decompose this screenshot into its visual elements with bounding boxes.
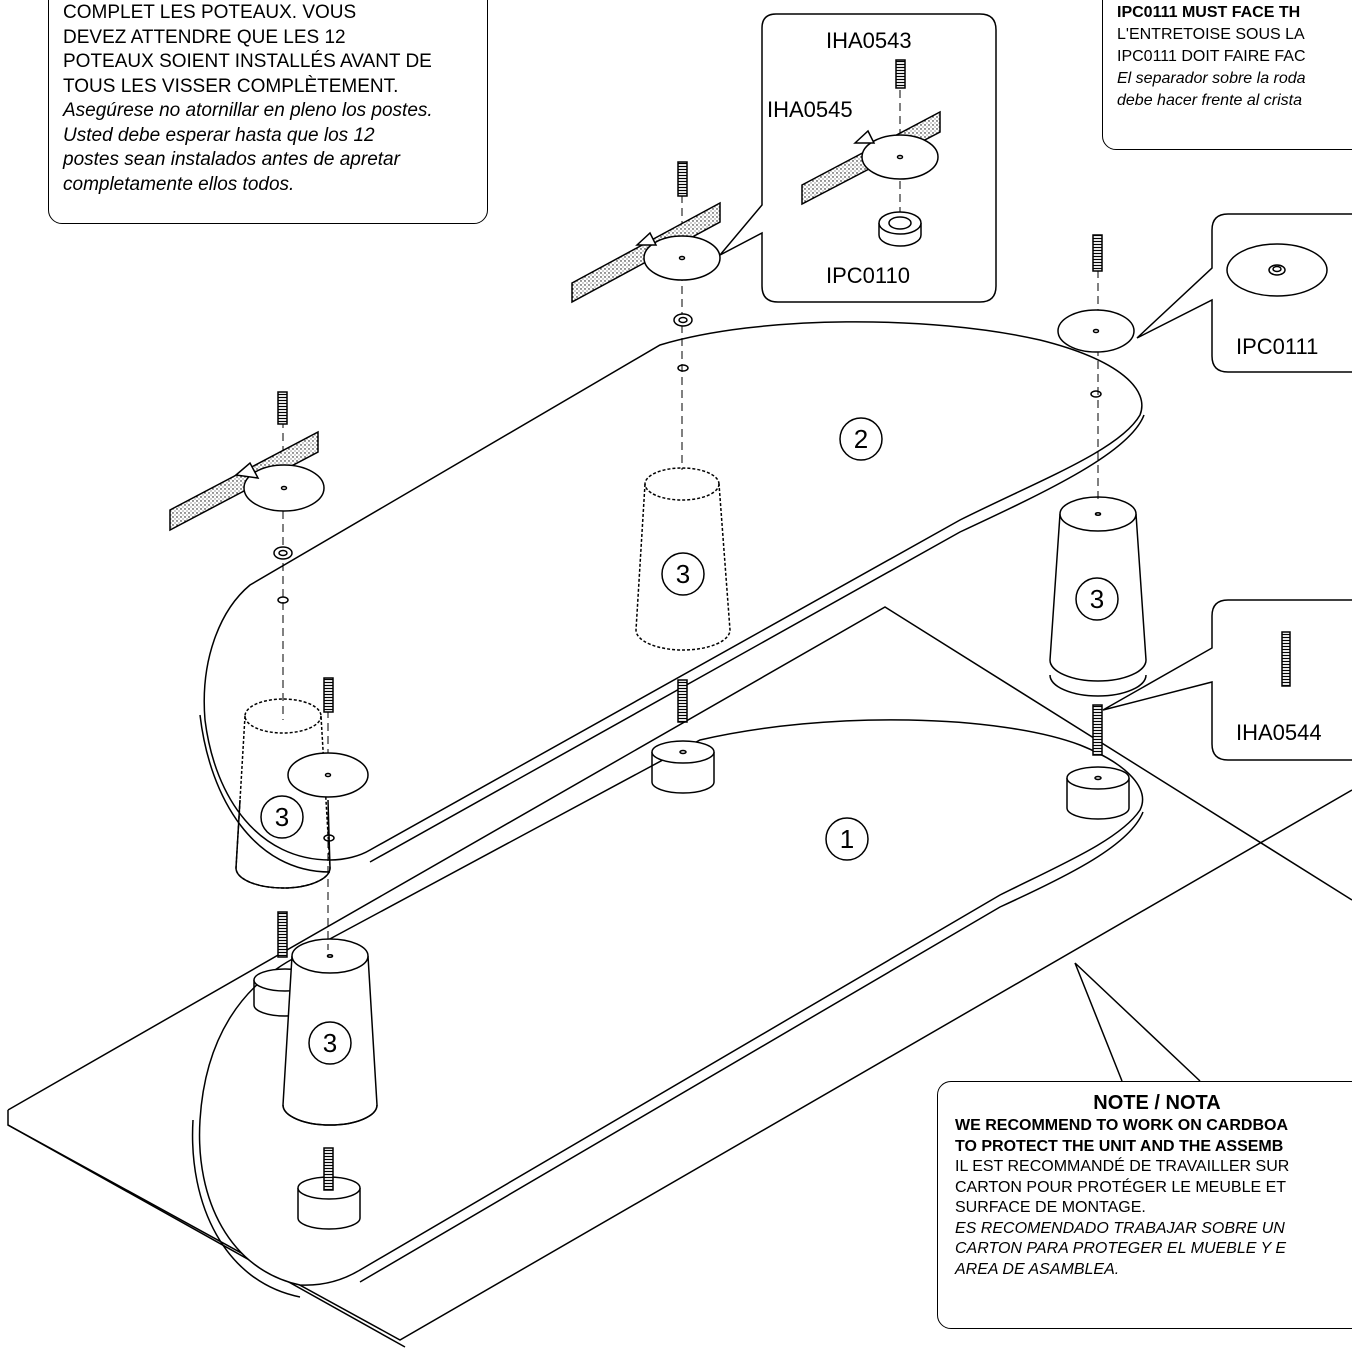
note-line: POTEAUX SOIENT INSTALLÉS AVANT DE	[63, 51, 432, 72]
note-line-en: IPC0111 MUST FACE TH	[1117, 4, 1301, 21]
note-line-en: TO PROTECT THE UNIT AND THE ASSEMB	[955, 1137, 1284, 1155]
note-spacer-orientation: IPC0111 MUST FACE TH L'ENTRETOISE SOUS L…	[1102, 0, 1352, 150]
callout-label-iha0544: IHA0544	[1236, 720, 1322, 745]
post-center-hidden	[635, 467, 731, 651]
felt-strip-center	[571, 201, 721, 304]
bolt-left-mid	[323, 677, 334, 713]
bolt-right-lower	[1092, 704, 1103, 756]
part-number-2: 2	[839, 417, 883, 461]
note-line: COMPLET LES POTEAUX. VOUS	[63, 2, 357, 23]
note-line-es: Asegúrese no atornillar en pleno los pos…	[63, 100, 433, 121]
felt-strip-left	[169, 430, 325, 532]
callout-label-iha0545: IHA0545	[767, 97, 853, 122]
post-front	[282, 938, 378, 1126]
svg-text:2: 2	[854, 424, 868, 454]
note-line: DEVEZ ATTENDRE QUE LES 12	[63, 26, 346, 48]
svg-text:3: 3	[323, 1028, 337, 1058]
note-heading: NOTE / NOTA	[1093, 1092, 1221, 1114]
note-line-fr: IPC0111 DOIT FAIRE FAC	[1117, 48, 1306, 65]
note-line-es: Usted debe esperar hasta que los 12	[63, 124, 375, 146]
callout-detail-1: IHA0543 IHA0545 IPC0110	[719, 13, 997, 303]
spacer-center	[673, 313, 693, 372]
part-number-3-front: 3	[308, 1021, 352, 1065]
note-line-es: ES RECOMENDADO TRABAJAR SOBRE UN	[955, 1219, 1285, 1237]
note-line-es: completamente ellos todos.	[63, 173, 295, 195]
note-line-fr: L'ENTRETOISE SOUS LA	[1117, 26, 1305, 43]
washer-left	[287, 752, 369, 798]
note-line-es: postes sean instalados antes de apretar	[63, 149, 400, 170]
part-number-1: 1	[825, 817, 869, 861]
svg-text:3: 3	[676, 559, 690, 589]
bolt-right-top	[1092, 234, 1103, 272]
bolt-left-top	[277, 391, 288, 425]
washer-right	[1057, 309, 1135, 353]
bolt-left-lower	[277, 911, 288, 958]
note-line-es: AREA DE ASAMBLEA.	[955, 1260, 1120, 1278]
callout-label-ipc0111: IPC0111	[1236, 334, 1318, 359]
callout-detail-3: IHA0544	[1102, 599, 1352, 761]
svg-text:3: 3	[1090, 584, 1104, 614]
cardboard-sheet	[7, 606, 1352, 1348]
note-line-fr: IL EST RECOMMANDÉ DE TRAVAILLER SUR	[955, 1158, 1290, 1175]
note-line-es: CARTON PARA PROTEGER EL MUEBLE Y E	[955, 1240, 1287, 1257]
holes-right	[323, 390, 1102, 842]
post-left-back	[235, 698, 331, 889]
note-line-en: WE RECOMMEND TO WORK ON CARDBOA	[955, 1117, 1289, 1134]
part-number-3-right: 3	[1075, 577, 1119, 621]
foot-pad-right	[1066, 766, 1130, 820]
note-line-fr: CARTON POUR PROTÉGER LE MEUBLE ET	[955, 1178, 1287, 1196]
callout-label-ipc0110: IPC0110	[826, 263, 910, 288]
note-line-es: El separador sobre la roda	[1117, 70, 1306, 87]
note-screw-warning: COMPLET LES POTEAUX. VOUS DEVEZ ATTENDRE…	[48, 0, 488, 224]
svg-text:1: 1	[840, 824, 854, 854]
spacer-left	[273, 546, 293, 604]
callout-label-iha0543: IHA0543	[826, 28, 912, 53]
part-number-3-center: 3	[661, 552, 705, 596]
note-line-fr: SURFACE DE MONTAGE.	[955, 1199, 1146, 1216]
svg-text:3: 3	[275, 802, 289, 832]
note-leader	[1074, 962, 1201, 1082]
bolt-center-top	[677, 161, 688, 197]
bottom-shelf	[191, 719, 1144, 1298]
bolt-front-lower	[323, 1147, 334, 1191]
note-line: TOUS LES VISSER COMPLÈTEMENT.	[63, 75, 399, 97]
foot-pad-center	[651, 740, 715, 794]
callout-detail-2: IPC0111	[1136, 213, 1352, 373]
part-number-3-left: 3	[260, 795, 304, 839]
bolt-center-lower	[677, 679, 688, 723]
note-line-es: debe hacer frente al crista	[1117, 92, 1302, 109]
note-cardboard: NOTE / NOTA WE RECOMMEND TO WORK ON CARD…	[937, 1081, 1352, 1329]
